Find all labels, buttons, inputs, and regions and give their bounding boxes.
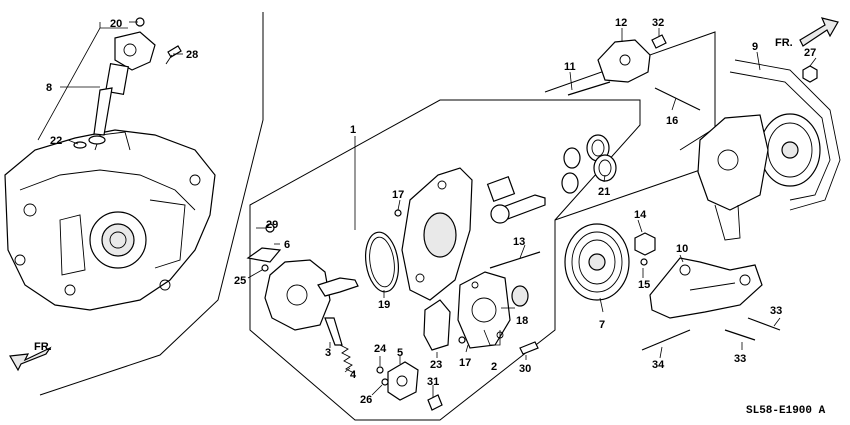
flow-valve-3 [324,317,343,346]
callout-4: 4 [350,369,357,381]
callout-11: 11 [564,61,576,73]
left-section-divider [39,12,264,396]
callout-29: 29 [266,219,278,231]
direction-label-bottom: FR. [34,341,52,353]
callout-22: 23 [430,359,442,371]
direction-arrow-top [799,17,839,47]
o-ring-19 [365,231,399,293]
callout-30: 30 [519,363,531,375]
callout-8: 8 [46,82,52,94]
pump-body [264,259,359,346]
rotor-shaft [486,176,546,224]
callout-7: 7 [599,319,605,331]
gasket-22 [423,299,451,351]
o-ring-25 [261,264,269,272]
callout-12: 12 [615,17,627,29]
callout-10: 10 [676,243,688,255]
bolt-30 [519,341,539,355]
callout-18: 18 [516,315,528,327]
bolt-27 [167,45,182,58]
o-ring-26 [381,378,389,386]
front-housing [394,167,473,301]
nut-14 [634,232,656,256]
callout-24: 24 [374,343,387,355]
bolt-31 [427,394,443,411]
bushings-21 [561,134,617,194]
callout-23: 22 [50,135,62,147]
pulley-divider [554,169,701,221]
callout-13: 13 [513,236,525,248]
callout-16: 16 [666,115,678,127]
callout-33-upper: 33 [770,305,782,317]
callout-19: 19 [378,299,390,311]
pin-17-lower [458,336,466,344]
speed-sensor-assembly [73,17,182,149]
bolt-32 [651,34,667,49]
spring-4 [339,344,355,374]
bearing-18 [511,285,529,307]
callout-17-lower: 17 [459,357,471,369]
callout-3: 3 [325,347,331,359]
callout-31: 31 [427,376,439,388]
callout-20: 20 [110,18,122,30]
callout-27: 28 [186,49,198,61]
callout-6: 6 [284,239,290,251]
callout-28: 27 [804,47,816,59]
callout-14: 14 [634,209,647,221]
bolt-33-lower [724,329,756,341]
o-ring-24 [376,366,384,374]
bolt-33-upper [747,317,781,331]
leader-lines [37,21,817,398]
callout-labels: 20 28 8 22 1 17 13 21 29 6 25 19 18 3 24… [34,17,826,417]
callout-26: 26 [360,394,372,406]
pulley-7 [564,223,630,301]
callout-1: 1 [350,124,356,136]
bolt-16 [654,87,701,111]
pump-assembly-installed [697,59,841,241]
pump-assembly-frame [249,99,641,421]
callout-5: 5 [397,347,403,359]
bolt-11 [567,81,611,96]
nut-28 [802,65,818,83]
callout-21: 21 [598,186,610,198]
callout-9: 9 [752,41,758,53]
bracket-10 [649,257,763,319]
gasket-6 [246,247,282,263]
callout-34: 34 [652,359,665,371]
direction-arrow-bottom [9,346,52,372]
bracket-12 [597,39,651,83]
transmission-housing [4,129,216,311]
callout-32: 32 [652,17,664,29]
callout-25: 25 [234,275,246,287]
pin-17-upper [394,209,402,217]
bolt-13 [489,251,541,269]
cap-5 [387,361,419,401]
callout-33-lower: 33 [734,353,746,365]
bolt-34 [641,329,691,351]
cover-plate-2 [457,271,511,349]
washer-15 [640,258,648,266]
diagram-code: SL58-E1900 A [746,405,826,417]
callout-2: 2 [491,361,497,373]
callout-15: 15 [638,279,650,291]
direction-label-top: FR. [775,37,793,49]
callout-17-upper: 17 [392,189,404,201]
